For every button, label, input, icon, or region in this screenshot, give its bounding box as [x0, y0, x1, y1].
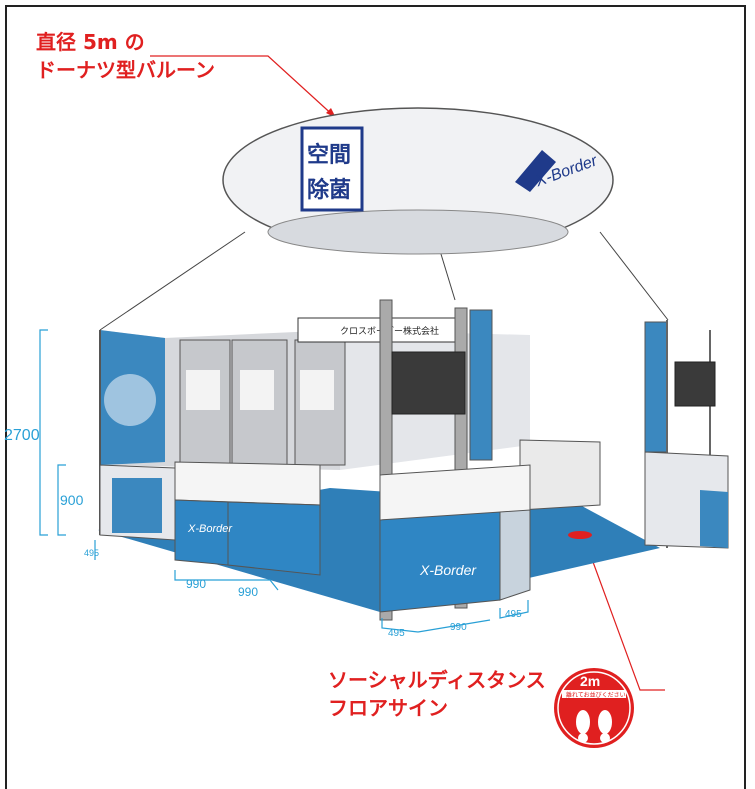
front-left-showcase: X-Border [174, 461, 321, 576]
balloon-leader-line [150, 55, 337, 119]
balloon-kanji-bottom: 除菌 [307, 177, 351, 203]
floor-sign-callout-label: ソーシャルディスタンス フロアサイン [328, 666, 546, 722]
figure-frame [5, 5, 746, 789]
brand-logo-mark [515, 150, 556, 192]
floor-sign-caption: 離れてお並びください [566, 691, 626, 699]
left-counter [99, 464, 176, 541]
balloon-kanji-top: 空間 [307, 142, 351, 168]
footprint-left-icon [576, 710, 590, 734]
dimension-lines [39, 329, 529, 633]
footprint-right-icon [598, 710, 612, 734]
dim-height-total: 2700 [4, 427, 40, 444]
floor-sign-leader-line [581, 531, 665, 691]
dim-495-front-left: 495 [388, 628, 405, 639]
front-center-showcase: X-Border [379, 464, 531, 613]
dim-990-front: 990 [450, 622, 467, 633]
balloon-callout-line1: 直径 5m の [36, 30, 145, 54]
floor-sign-badge: 2m 離れてお並びください [554, 668, 634, 748]
floor-sign-callout-line1: ソーシャルディスタンス [328, 668, 546, 692]
floor-sign-distance: 2m [580, 673, 600, 689]
floor-sign-marker [568, 531, 592, 539]
svg-text:X-Border: X-Border [187, 523, 233, 535]
dim-height-counter: 900 [60, 492, 84, 508]
svg-text:X-Border: X-Border [419, 562, 477, 578]
right-tower [644, 320, 729, 549]
balloon-callout-line2: ドーナツ型バルーン [36, 58, 215, 82]
donut-balloon: 空間 除菌 X-Border [222, 107, 614, 255]
balloon-callout-label: 直径 5m の ドーナツ型バルーン [36, 28, 215, 84]
right-back-counter [519, 439, 601, 511]
header-sign [297, 317, 459, 343]
floor-sign-callout-line2: フロアサイン [328, 696, 448, 720]
dim-990-b: 990 [238, 585, 258, 599]
dim-990-a: 990 [186, 577, 206, 591]
dim-495-left: 495 [84, 548, 99, 558]
dim-495-front-right: 495 [505, 609, 522, 620]
